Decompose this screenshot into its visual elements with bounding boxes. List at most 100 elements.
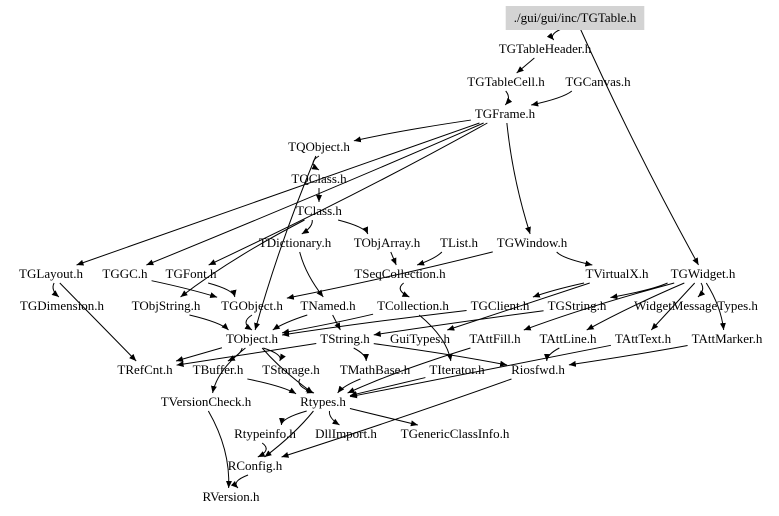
node-label: Rtypeinfo.h [234,426,296,441]
node-TGTable[interactable]: ./gui/gui/inc/TGTable.h [505,6,645,30]
nodes-layer: ./gui/gui/inc/TGTable.hTGTableHeader.hTG… [19,6,763,504]
edge-TVirtualX-to-GuiTypes [447,282,590,331]
node-TGTableCell[interactable]: TGTableCell.h [467,74,545,89]
edge-TObjString-to-TObject [189,314,229,331]
node-label: TStorage.h [262,362,320,377]
node-label: TGenericClassInfo.h [401,426,510,441]
node-Rtypes[interactable]: Rtypes.h [300,394,346,409]
node-Riosfwd[interactable]: Riosfwd.h [511,362,565,377]
node-label: TGWidget.h [671,266,736,281]
node-TGWindow[interactable]: TGWindow.h [497,235,568,250]
node-label: TAttFill.h [469,331,521,346]
edge-Rtypes-to-Rtypeinfo [279,410,307,426]
node-TMathBase[interactable]: TMathBase.h [340,362,411,377]
edge-TAttFill-to-Rtypes [347,347,471,394]
edge-TQObject-to-TQClass [311,155,320,171]
node-label: WidgetMessageTypes.h [634,298,758,313]
node-TGFrame[interactable]: TGFrame.h [475,106,536,121]
edge-TList-to-TSeqCollection [416,251,443,266]
node-TNamed[interactable]: TNamed.h [300,298,356,313]
edge-TClass-to-TObjString [180,219,305,298]
node-label: Riosfwd.h [511,362,565,377]
edge-TGTable-to-TGWidget [579,26,699,266]
node-label: TObjString.h [132,298,201,313]
node-TList[interactable]: TList.h [440,235,478,250]
node-WidgetMessageTypes[interactable]: WidgetMessageTypes.h [634,298,758,313]
edge-TNamed-to-TObject [272,314,308,331]
node-TSeqCollection[interactable]: TSeqCollection.h [354,266,446,281]
node-Rtypeinfo[interactable]: Rtypeinfo.h [234,426,296,441]
node-TVirtualX[interactable]: TVirtualX.h [585,266,649,281]
node-TRefCnt[interactable]: TRefCnt.h [117,362,173,377]
node-label: TGFrame.h [475,106,536,121]
node-TGFont[interactable]: TGFont.h [166,266,217,281]
node-TGCanvas[interactable]: TGCanvas.h [565,74,631,89]
node-TIterator[interactable]: TIterator.h [429,362,485,377]
node-label: TRefCnt.h [117,362,173,377]
node-label: TNamed.h [300,298,356,313]
node-GuiTypes[interactable]: GuiTypes.h [390,331,451,346]
edge-TGLayout-to-TGDimension [51,282,60,298]
node-TGLayout[interactable]: TGLayout.h [19,266,83,281]
node-label: TQObject.h [288,139,350,154]
node-TBuffer[interactable]: TBuffer.h [193,362,244,377]
edge-TGCanvas-to-TGFrame [531,90,573,107]
node-TString[interactable]: TString.h [320,331,370,346]
node-label: GuiTypes.h [390,331,451,346]
node-RVersion[interactable]: RVersion.h [202,489,260,504]
node-TGGC[interactable]: TGGC.h [102,266,148,281]
node-TClass[interactable]: TClass.h [296,203,342,218]
node-TGWidget[interactable]: TGWidget.h [671,266,736,281]
node-TAttText[interactable]: TAttText.h [615,331,672,346]
node-TAttLine[interactable]: TAttLine.h [539,331,597,346]
node-TVersionCheck[interactable]: TVersionCheck.h [161,394,252,409]
node-TObjString[interactable]: TObjString.h [132,298,201,313]
node-label: TIterator.h [429,362,485,377]
edge-TGTableCell-to-TGFrame [504,90,513,106]
node-label: TString.h [320,331,370,346]
edge-TObject-to-TVersionCheck [210,347,246,394]
node-label: ./gui/gui/inc/TGTable.h [514,10,637,25]
node-label: TAttText.h [615,331,672,346]
edge-TQObject-to-TObject [254,155,317,331]
edge-TVersionCheck-to-RVersion [207,410,232,489]
node-label: TGWindow.h [497,235,568,250]
edges-layer [51,26,726,489]
node-TStorage[interactable]: TStorage.h [262,362,320,377]
node-TObjArray[interactable]: TObjArray.h [354,235,421,250]
edge-Rtypeinfo-to-RConfig [257,442,267,458]
node-label: TGClient.h [471,298,530,313]
node-label: TGString.h [548,298,607,313]
node-TQObject[interactable]: TQObject.h [288,139,350,154]
edge-TDictionary-to-TNamed [299,251,324,298]
node-TGDimension[interactable]: TGDimension.h [20,298,105,313]
node-TObject[interactable]: TObject.h [226,331,279,346]
edge-TGFrame-to-TQObject [353,119,471,143]
edge-TObject-to-TBuffer [227,347,243,362]
node-TGString[interactable]: TGString.h [548,298,607,313]
edge-TGFrame-to-TGFont [208,122,488,266]
node-TGenericClassInfo[interactable]: TGenericClassInfo.h [401,426,510,441]
node-TGObject[interactable]: TGObject.h [221,298,283,313]
node-label: TClass.h [296,203,342,218]
node-RConfig[interactable]: RConfig.h [228,458,283,473]
node-label: DllImport.h [315,426,377,441]
edge-TSeqCollection-to-TCollection [399,282,410,298]
node-label: TGGC.h [102,266,148,281]
node-label: RConfig.h [228,458,283,473]
node-TAttFill[interactable]: TAttFill.h [469,331,521,346]
edge-TGWidget-to-TAttLine [586,282,685,331]
node-label: TObject.h [226,331,279,346]
node-label: TVersionCheck.h [161,394,252,409]
edge-TGWidget-to-WidgetMessageTypes [697,282,706,298]
node-TGTableHeader[interactable]: TGTableHeader.h [499,41,592,56]
node-DllImport[interactable]: DllImport.h [315,426,377,441]
node-TQClass[interactable]: TQClass.h [291,171,347,186]
node-TGClient[interactable]: TGClient.h [471,298,530,313]
node-TAttMarker[interactable]: TAttMarker.h [692,331,763,346]
node-label: TSeqCollection.h [354,266,446,281]
node-TDictionary[interactable]: TDictionary.h [259,235,332,250]
edge-TGFont-to-TGObject [208,282,237,298]
node-TCollection[interactable]: TCollection.h [377,298,449,313]
edge-TGWidget-to-TAttFill [523,282,675,331]
